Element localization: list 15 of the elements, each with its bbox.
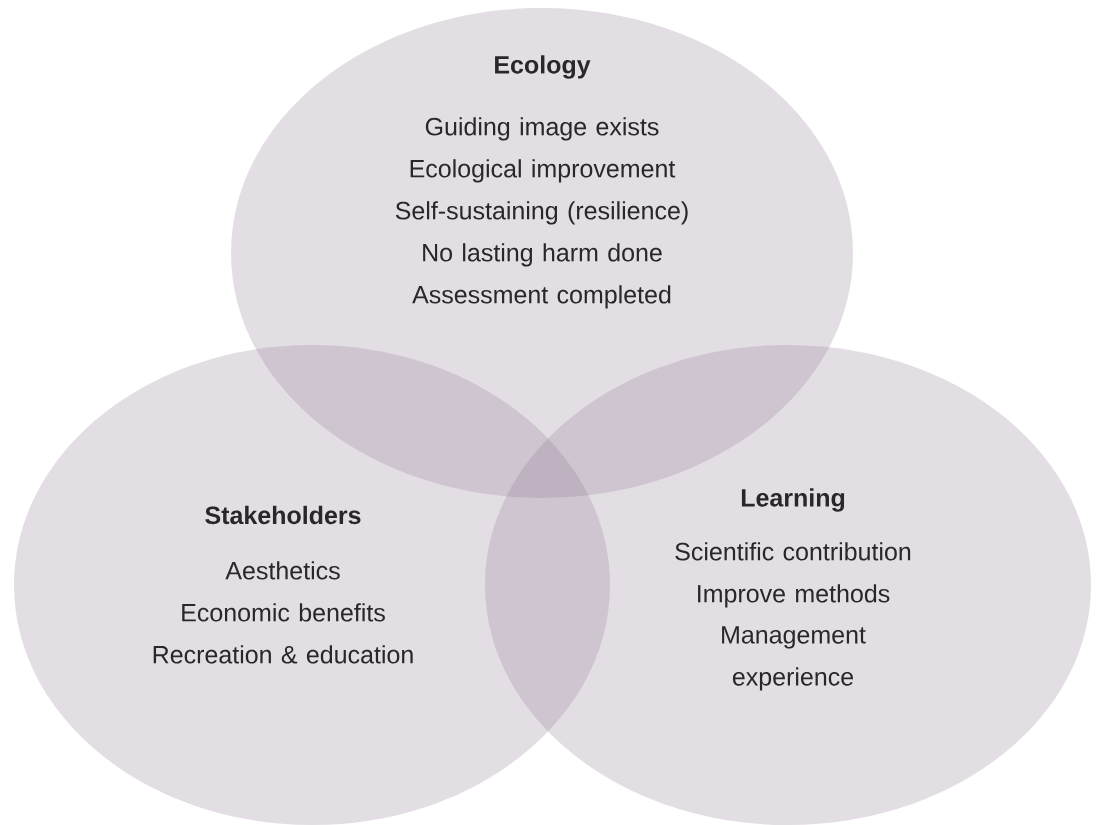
circle-item: No lasting harm done	[423, 243, 662, 267]
venn-ellipse	[485, 345, 1091, 825]
circle-item: Self-sustaining (resilience)	[395, 201, 688, 225]
circle-item: Management experience	[722, 626, 866, 691]
circle-heading: Ecology	[495, 55, 591, 79]
circle-item: Economic benefits	[182, 603, 385, 622]
circle-item: Recreation & education	[153, 645, 413, 664]
circle-item: Ecological improvement	[410, 159, 676, 183]
circle-item: Aesthetics	[225, 561, 340, 580]
circle-item: Assessment completed	[412, 285, 671, 309]
circle-heading: Learning	[741, 488, 845, 512]
circle-item: Scientific contribution	[675, 542, 911, 561]
circle-item: Guiding image exists	[425, 117, 659, 141]
circle-item: Improve methods	[698, 584, 890, 608]
circle-heading: Stakeholders	[205, 505, 361, 525]
